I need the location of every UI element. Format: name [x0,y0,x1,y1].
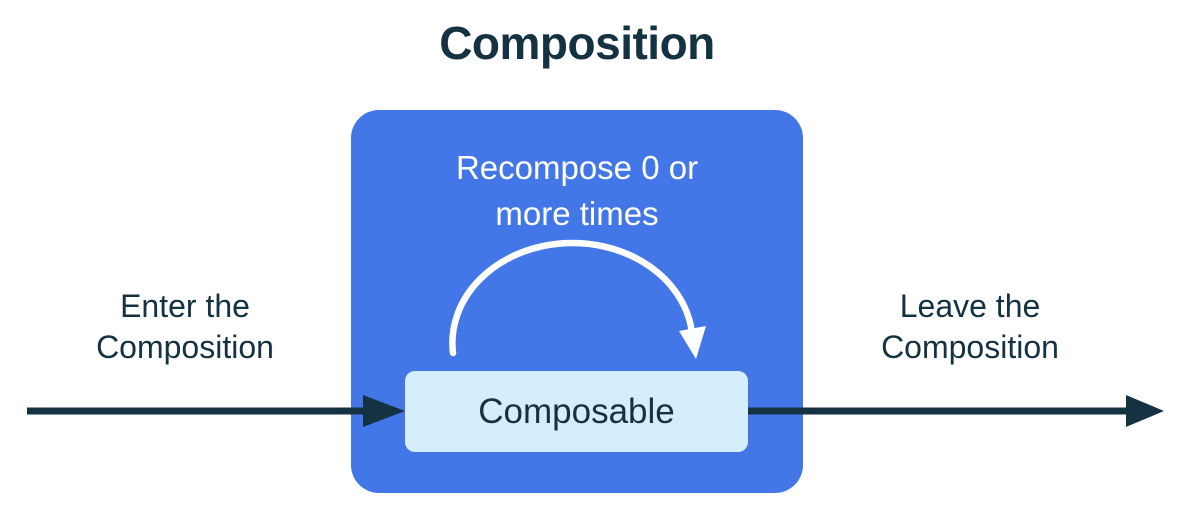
leave-composition-label: Leave the Composition [881,288,1059,365]
recompose-label: Recompose 0 or more times [455,149,699,232]
enter-arrow-icon [27,395,405,427]
diagram-title: Composition [439,17,715,69]
composable-label: Composable [478,391,675,431]
composable-box: Composable [405,371,748,452]
enter-composition-label: Enter the Composition [96,288,274,365]
leave-arrow-icon [748,395,1164,427]
